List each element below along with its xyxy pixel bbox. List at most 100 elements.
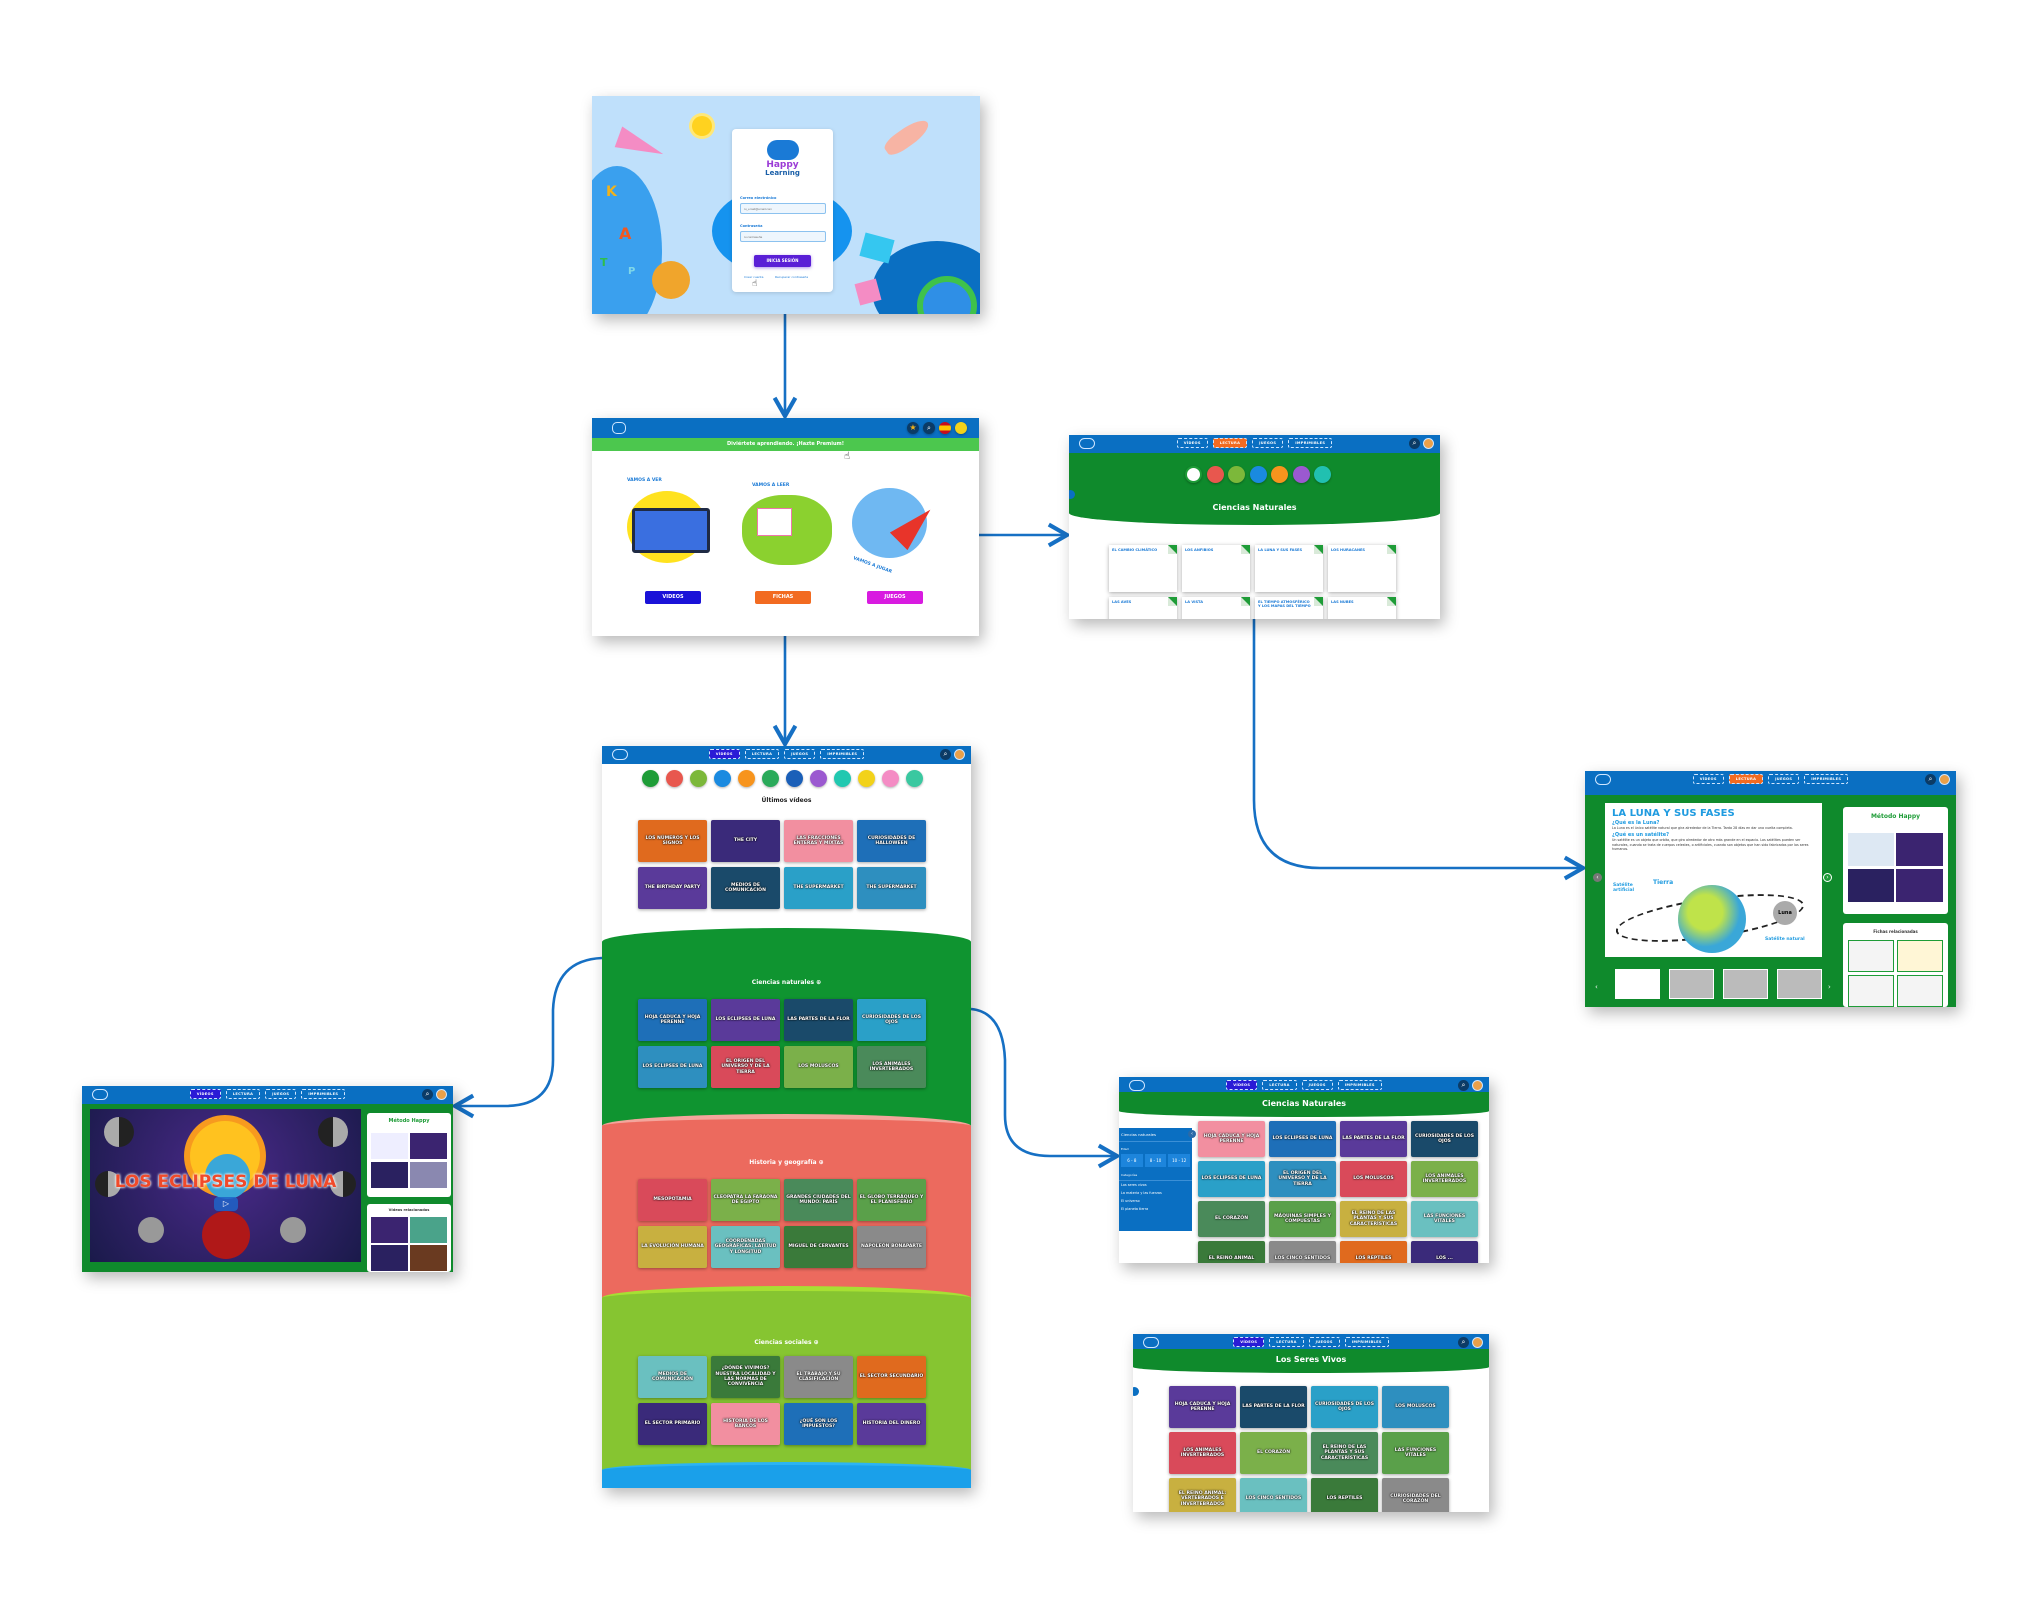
category-option[interactable]: El universo [1121,1199,1140,1203]
video-tile[interactable]: Los ... [1411,1241,1478,1263]
category-icon[interactable] [642,770,659,787]
video-tile[interactable]: Coordenadas geográficas: latitud y longi… [711,1226,780,1268]
related-thumb[interactable] [410,1245,447,1271]
category-option[interactable]: El planeta tierra [1121,1207,1149,1211]
related-thumb[interactable] [371,1245,408,1271]
card-juegos[interactable]: VAMOS A JUGAR JUEGOS [847,473,957,604]
happy-learning-logo[interactable] [1143,1337,1159,1348]
section-title[interactable]: Ciencias naturales ⊕ [751,979,822,986]
age-filter-10-12[interactable]: 10 - 12 [1168,1154,1191,1167]
video-tile[interactable]: Los animales invertebrados [1169,1432,1236,1474]
video-tile[interactable]: Napoleón Bonaparte [857,1226,926,1268]
related-thumb[interactable] [1848,940,1894,972]
card-videos[interactable]: VAMOS A VER VIDEOS [617,473,712,604]
video-tile[interactable]: El trabajo y su clasificación [784,1356,853,1398]
tab-juegos[interactable]: JUEGOS [1308,1337,1340,1347]
tab-lectura[interactable]: LECTURA [1212,438,1248,448]
video-tile[interactable]: Los moluscos [1382,1386,1449,1428]
tab-videos[interactable]: VÍDEOS [1692,774,1724,784]
video-tile[interactable]: Los eclipses de luna [638,1046,707,1088]
thumbs-prev-arrow[interactable]: ‹ [1595,983,1598,991]
video-player[interactable]: ▷ LOS ECLIPSES DE LUNA [90,1109,361,1262]
tab-lectura[interactable]: LECTURA [1262,1080,1297,1090]
avatar-icon[interactable] [1472,1080,1483,1091]
video-tile[interactable]: Los moluscos [784,1046,853,1088]
video-tile[interactable]: Las partes de la flor [1340,1121,1407,1157]
video-tile[interactable]: ¿Qué son los impuestos? [784,1403,853,1445]
search-icon[interactable]: ⌕ [1458,1080,1469,1091]
video-tile[interactable]: Los eclipses de luna [1198,1161,1265,1197]
video-tile[interactable]: Los moluscos [1340,1161,1407,1197]
video-tile[interactable]: ¿Dónde vivimos? Nuestra localidad y las … [711,1356,780,1398]
category-icon[interactable] [1292,466,1310,483]
method-thumb[interactable] [1848,869,1894,902]
premium-banner[interactable]: Diviértete aprendiendo. ¡Hazte Premium! [592,438,979,451]
video-tile[interactable]: The City [711,820,780,862]
avatar-icon[interactable] [436,1089,447,1100]
video-tile[interactable]: El origen del universo y de la tierra [711,1046,780,1088]
juegos-button[interactable]: JUEGOS [867,591,923,604]
tab-lectura[interactable]: LECTURA [225,1089,261,1099]
method-thumb[interactable] [1896,833,1943,866]
tab-imprimibles[interactable]: IMPRIMIBLES [1288,438,1333,448]
video-tile[interactable]: Las funciones vitales [1382,1432,1449,1474]
tab-imprimibles[interactable]: IMPRIMIBLES [1344,1337,1389,1347]
video-tile[interactable]: Los reptiles [1311,1478,1378,1512]
card-fichas[interactable]: VAMOS A LEER FICHAS [737,473,832,604]
category-icon[interactable] [666,770,683,787]
video-tile[interactable]: Los animales invertebrados [1411,1161,1478,1197]
play-icon[interactable]: ▷ [214,1197,238,1211]
video-tile[interactable]: Los reptiles [1340,1241,1407,1263]
video-tile[interactable]: El origen del universo y de la tierra [1269,1161,1336,1197]
video-tile[interactable]: Las fracciones enteras y mixtas [784,820,853,862]
tab-juegos[interactable]: JUEGOS [784,749,816,759]
video-tile[interactable]: El globo terráqueo y el planisferio [857,1179,926,1221]
age-filter-6-8[interactable]: 6 - 8 [1121,1154,1143,1167]
tab-imprimibles[interactable]: IMPRIMIBLES [820,749,865,759]
avatar-icon[interactable] [1472,1337,1483,1348]
video-tile[interactable]: Las partes de la flor [1240,1386,1307,1428]
category-icon[interactable] [906,770,923,787]
video-tile[interactable]: Cleopatra la faraona de Egipto [711,1179,780,1221]
video-tile[interactable]: Los eclipses de luna [711,999,780,1041]
fichas-button[interactable]: FICHAS [755,591,811,604]
recover-password-link[interactable]: Recuperar contraseña [775,275,809,279]
search-icon[interactable]: ⌕ [940,749,951,760]
video-tile[interactable]: Medios de comunicación [711,867,780,909]
tab-juegos[interactable]: JUEGOS [1301,1080,1333,1090]
page-thumbnail[interactable] [1615,969,1660,999]
filter-toggle-button[interactable] [1133,1387,1139,1396]
video-tile[interactable]: Los números y los signos [638,820,707,862]
tab-videos[interactable]: VÍDEOS [1226,1080,1258,1090]
video-tile[interactable]: El reino animal [1198,1241,1265,1263]
happy-learning-logo[interactable] [612,749,628,760]
video-tile[interactable]: Curiosidades de Halloween [857,820,926,862]
video-tile[interactable]: Curiosidades de los ojos [1311,1386,1378,1428]
category-icon[interactable] [714,770,731,787]
age-filter-8-10[interactable]: 8 - 10 [1144,1154,1167,1167]
tab-imprimibles[interactable]: IMPRIMIBLES [1804,774,1849,784]
video-tile[interactable]: Las funciones vitales [1411,1201,1478,1237]
category-icon[interactable] [858,770,875,787]
video-tile[interactable]: El sector secundario [857,1356,926,1398]
password-input[interactable] [740,231,826,242]
search-icon[interactable]: ⌕ [1409,438,1420,449]
tab-juegos[interactable]: JUEGOS [1252,438,1284,448]
category-icon[interactable] [1271,466,1288,483]
related-thumb[interactable] [1897,940,1943,972]
video-tile[interactable]: El reino animal: vertebrados e invertebr… [1169,1478,1236,1512]
video-tile[interactable]: The Supermarket [857,867,926,909]
method-thumb[interactable] [1848,833,1894,866]
section-title[interactable]: Historia y geografía ⊕ [749,1159,824,1166]
tab-videos[interactable]: VÍDEOS [1176,438,1208,448]
related-thumb[interactable] [410,1217,447,1243]
avatar-icon[interactable] [1423,438,1434,449]
tab-juegos[interactable]: JUEGOS [265,1089,297,1099]
video-tile[interactable]: La evolución humana [638,1226,707,1268]
avatar-icon[interactable] [954,749,965,760]
thumbs-next-arrow[interactable]: › [1828,983,1831,991]
happy-learning-logo[interactable] [1595,774,1611,785]
ficha-card[interactable]: Las nubes [1328,597,1396,619]
page-thumbnail[interactable] [1723,969,1768,999]
filter-toggle-button[interactable] [1069,490,1075,499]
